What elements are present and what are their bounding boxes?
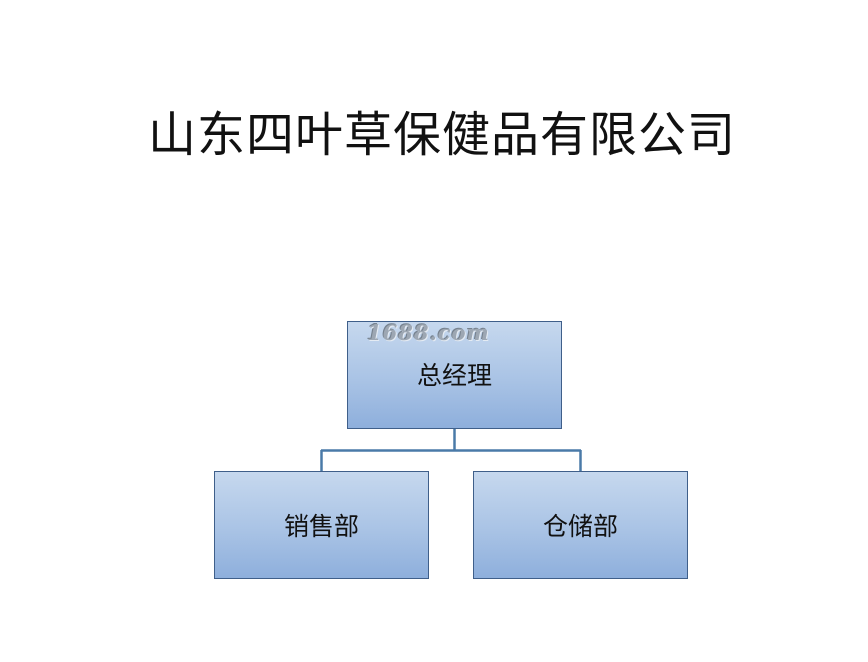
watermark-logo: 1688.com — [367, 320, 490, 345]
org-node-warehouse-department: 仓储部 — [473, 471, 688, 579]
org-node-label: 总经理 — [416, 361, 492, 390]
org-node-label: 销售部 — [283, 512, 359, 541]
org-node-sales-department: 销售部 — [214, 471, 429, 579]
page-title: 山东四叶草保健品有限公司 — [147, 107, 736, 163]
org-node-general-manager: 总经理 — [347, 321, 562, 429]
org-node-label: 仓储部 — [542, 512, 618, 541]
